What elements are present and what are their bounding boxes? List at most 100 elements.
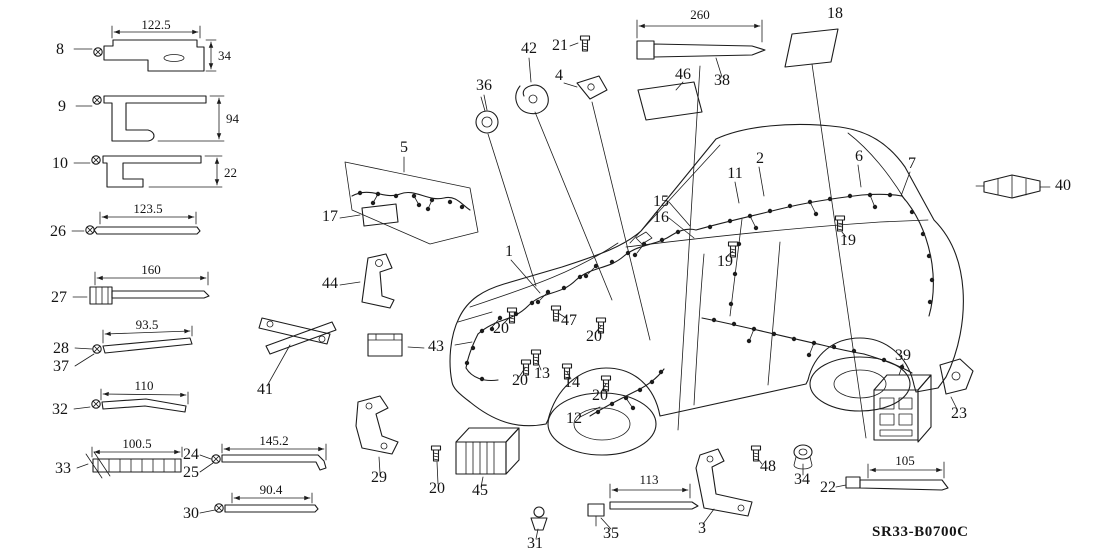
callout-40: 40 [1055,177,1071,194]
dim-123-5: 123.5 [133,201,162,216]
part-23-bracket [939,358,974,395]
callout-17: 17 [322,208,338,225]
callout-37: 37 [53,358,69,375]
part-45-control-unit [455,427,520,475]
dim-260: 260 [690,7,710,22]
callout-3: 3 [698,520,706,537]
callout-19: 19 [840,232,856,249]
callout-42: 42 [521,40,537,57]
callout-8: 8 [56,41,64,58]
dim-90-4: 90.4 [260,482,283,497]
leader-lines [71,42,1051,540]
part-46-pad [637,81,703,121]
callout-48: 48 [760,458,776,475]
part-41-stay [258,317,337,355]
front-wheel [547,392,657,456]
screw-icon [214,503,224,513]
callout-18: 18 [827,5,843,22]
part-27-stay [89,271,210,305]
screw-icon [92,95,102,105]
part-9-bracket [92,95,225,142]
callout-44: 44 [322,275,338,292]
part-24-25-stay [211,443,327,471]
car-outline [449,123,964,427]
callout-35: 35 [603,525,619,542]
dim-93-5: 93.5 [136,317,159,332]
callout-32: 32 [52,401,68,418]
callout-39: 39 [895,347,911,364]
callout-31: 31 [527,535,543,552]
part-26-stay [85,211,201,235]
callout-20: 20 [592,387,608,404]
callout-1: 1 [505,243,513,260]
callout-25: 25 [183,464,199,481]
part-32-stay [91,388,189,413]
part-34-grommet [793,444,813,470]
callout-22: 22 [820,479,836,496]
bolt-13-icon [530,349,542,366]
callout-20: 20 [429,480,445,497]
part-35-clip [587,483,699,527]
callout-11: 11 [727,165,742,182]
callout-2: 2 [756,150,764,167]
callout-12: 12 [566,410,582,427]
part-33-tube [85,446,183,479]
callout-33: 33 [55,460,71,477]
dim-22: 22 [224,165,237,180]
screw-icon [93,47,103,57]
callout-9: 9 [58,98,66,115]
screw-icon [91,155,101,165]
callout-20: 20 [586,328,602,345]
dim-145-2: 145.2 [259,433,288,448]
part-18-pad [784,28,839,68]
part-5-subharness [344,161,479,245]
bolt-20-icon [430,445,442,462]
dim-160: 160 [141,262,161,277]
callout-15: 15 [653,193,669,210]
screw-icon [91,399,101,409]
harness-connector-dots [464,192,935,415]
screw-icon [85,225,95,235]
callout-13: 13 [534,365,550,382]
callout-28: 28 [53,340,69,357]
bolt-19-icon [834,215,846,232]
callout-27: 27 [51,289,67,306]
bolt-21-icon [579,35,591,52]
part-30-stay [214,492,319,513]
callout-23: 23 [951,405,967,422]
callout-47: 47 [561,312,577,329]
screw-icon [211,454,221,464]
callout-45: 45 [472,482,488,499]
dim-94: 94 [226,111,240,126]
part-28-37-stay [92,325,193,354]
callout-20: 20 [512,372,528,389]
callout-21: 21 [552,37,568,54]
callout-19: 19 [717,253,733,270]
callout-6: 6 [855,148,863,165]
callout-34: 34 [794,471,810,488]
part-42-clamp [515,84,549,115]
dim-105: 105 [895,453,915,468]
part-38-rod [636,19,766,60]
callout-29: 29 [371,469,387,486]
part-44-bracket [361,253,395,309]
dim-110: 110 [134,378,153,393]
part-31-grommet [530,506,548,531]
drawing-code: SR33-B0700C [872,524,969,540]
callout-38: 38 [714,72,730,89]
callout-5: 5 [400,139,408,156]
callout-20: 20 [493,320,509,337]
callout-43: 43 [428,338,444,355]
callout-16: 16 [653,209,669,226]
dim-113: 113 [639,472,658,487]
part-40-clip [975,174,1041,199]
part-4-bracket [576,75,608,100]
part-36-clip [475,96,499,134]
dim-100-5: 100.5 [122,436,151,451]
part-10-bracket [91,155,223,188]
harness-main [464,192,935,417]
callout-36: 36 [476,77,492,94]
dim-122-5: 122.5 [141,17,170,32]
callout-41: 41 [257,381,273,398]
